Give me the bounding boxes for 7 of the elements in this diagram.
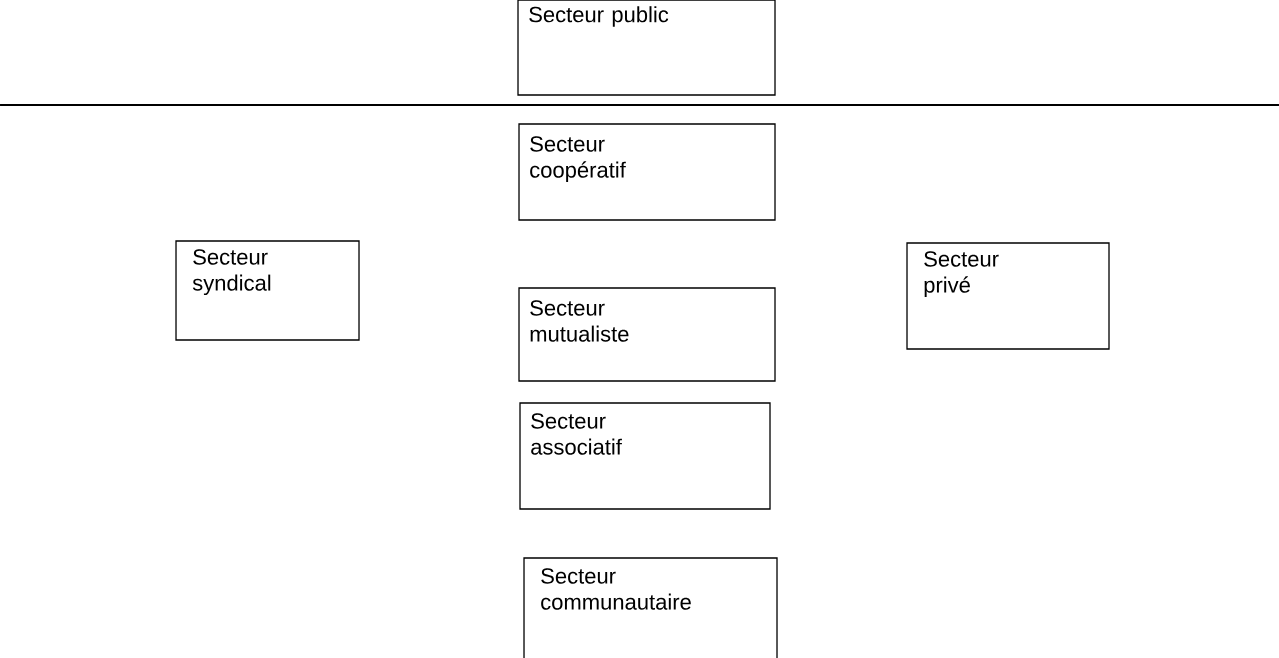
sector-box: Secteur syndical — [175, 240, 360, 341]
sector-box: Secteur privé — [906, 242, 1110, 350]
sector-box: Secteur mutualiste — [518, 287, 776, 382]
sector-box: Secteur coopératif — [518, 123, 776, 221]
sector-box: Secteur public — [517, 0, 776, 96]
sector-box: Secteur associatif — [519, 402, 771, 510]
sector-box: Secteur communautaire — [523, 557, 778, 658]
